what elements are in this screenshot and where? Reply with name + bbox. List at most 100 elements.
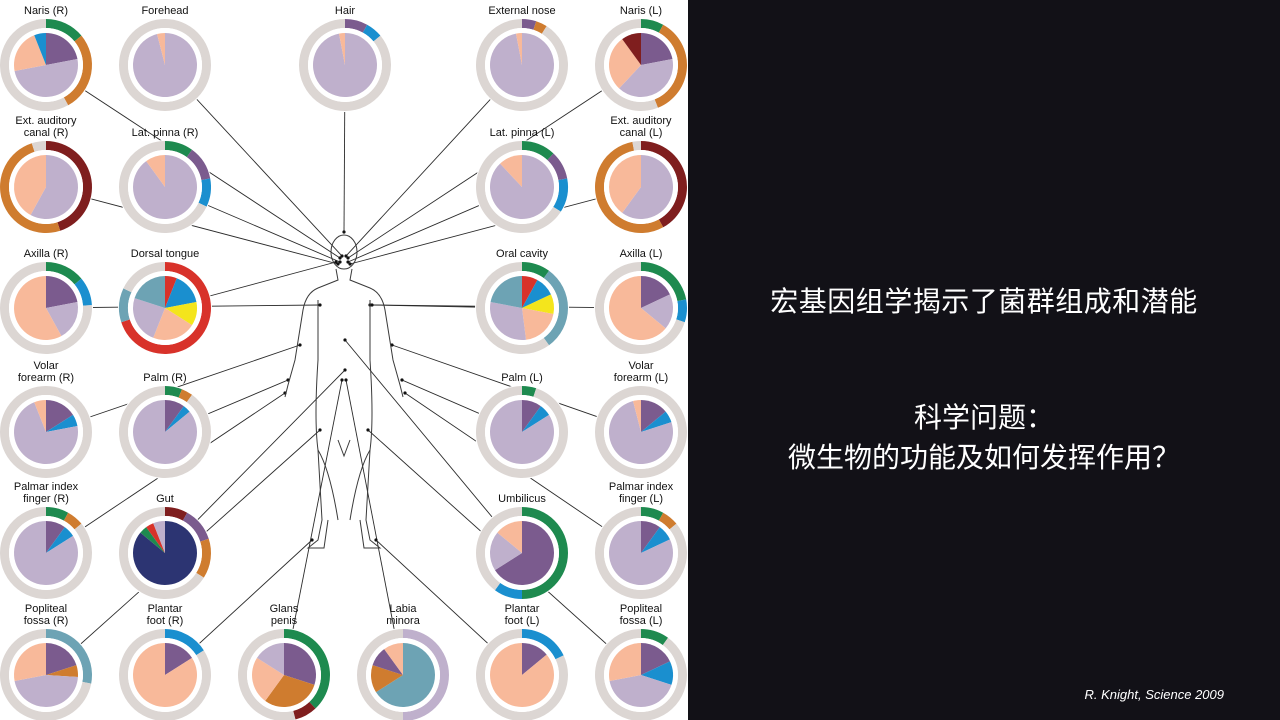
site-donut: Palm (R) bbox=[118, 372, 212, 479]
body-site-dot bbox=[403, 391, 407, 395]
text-panel: 宏基因组学揭示了菌群组成和潜能 科学问题： 微生物的功能及如何发挥作用？ R. … bbox=[688, 0, 1280, 720]
ring-segment bbox=[46, 507, 69, 521]
ring-segment bbox=[46, 141, 92, 231]
connector-line bbox=[345, 379, 404, 676]
site-donut: Lat. pinna (L) bbox=[475, 127, 569, 234]
site-label: Naris (L) bbox=[620, 5, 662, 17]
ring-segment bbox=[345, 19, 368, 33]
site-label: External nose bbox=[488, 5, 555, 17]
body-site-dot bbox=[366, 428, 370, 432]
body-site-dot bbox=[344, 378, 348, 382]
pie-slice bbox=[14, 155, 46, 216]
pie-slice bbox=[489, 532, 522, 571]
pie-slice bbox=[522, 400, 541, 432]
pie-slice bbox=[494, 521, 554, 585]
body-site-dot bbox=[343, 338, 347, 342]
connector-line bbox=[45, 186, 339, 265]
pie-slice bbox=[522, 308, 554, 340]
ring-segment bbox=[522, 386, 537, 397]
pie-slice bbox=[490, 643, 555, 707]
pie-slice bbox=[384, 643, 403, 675]
ring-segment bbox=[641, 262, 687, 302]
ring-segment bbox=[658, 512, 677, 530]
pie-slice bbox=[622, 33, 641, 65]
ring-segment bbox=[595, 19, 658, 111]
site-label: Palm (R) bbox=[143, 372, 186, 384]
ring-segment bbox=[522, 19, 537, 30]
ring-segment bbox=[476, 507, 522, 591]
pie-slice bbox=[609, 39, 641, 89]
body-site-dot bbox=[338, 260, 342, 264]
ring-segment bbox=[0, 19, 69, 111]
pie-slice bbox=[134, 276, 165, 308]
pie-slice bbox=[522, 294, 554, 314]
body-site-dot bbox=[338, 256, 342, 260]
pie-slice bbox=[375, 643, 435, 708]
site-label: Dorsal tongue bbox=[131, 248, 200, 260]
ring-segment bbox=[238, 629, 296, 720]
pie-slice bbox=[641, 294, 674, 329]
pie-slice bbox=[34, 400, 46, 432]
pie-slice bbox=[641, 33, 673, 65]
ring-segment bbox=[284, 629, 331, 709]
pie-slice bbox=[622, 155, 673, 220]
pie-slice bbox=[46, 527, 74, 553]
pie-slice bbox=[146, 523, 165, 553]
site-donut: Gut bbox=[118, 493, 212, 600]
body-site-dot bbox=[298, 343, 302, 347]
ring-segment bbox=[186, 149, 211, 181]
ring-segment bbox=[46, 262, 82, 285]
ring-segment bbox=[362, 24, 381, 42]
body-site-dot bbox=[344, 254, 348, 258]
pie-slice bbox=[13, 643, 46, 681]
pie-slice bbox=[609, 643, 641, 681]
pie-slice bbox=[46, 414, 78, 432]
pie-slice bbox=[284, 643, 316, 685]
pie-slice bbox=[13, 35, 46, 71]
ring-segment bbox=[543, 270, 568, 346]
site-donut: External nose bbox=[475, 5, 569, 112]
ring-segment bbox=[547, 153, 568, 181]
pie-slice bbox=[34, 33, 46, 65]
ring-segment bbox=[654, 24, 687, 108]
body-site-dot bbox=[370, 303, 374, 307]
ring-segment bbox=[182, 512, 209, 542]
pie-slice bbox=[165, 643, 193, 675]
site-label: Hair bbox=[335, 5, 356, 17]
site-donut: Palm (L) bbox=[475, 372, 569, 479]
pie-slice bbox=[153, 521, 165, 553]
human-body-outline bbox=[284, 234, 404, 549]
site-label: Forehead bbox=[141, 5, 188, 17]
ring-segment bbox=[74, 278, 92, 306]
site-donut: Axilla (L) bbox=[594, 248, 688, 355]
ring-segment bbox=[198, 178, 211, 207]
pie-slice bbox=[14, 402, 78, 465]
pie-slice bbox=[641, 527, 670, 553]
pie-slice bbox=[165, 400, 184, 432]
pie-slice bbox=[46, 665, 79, 678]
pie-slice bbox=[146, 155, 165, 187]
site-label: Axilla (R) bbox=[24, 248, 69, 260]
ring-segment bbox=[641, 141, 687, 228]
pie-slice bbox=[256, 643, 284, 675]
pie-slice bbox=[165, 276, 177, 308]
site-label: Palm (L) bbox=[501, 372, 543, 384]
body-site-dot bbox=[343, 368, 347, 372]
citation: R. Knight, Science 2009 bbox=[1084, 687, 1224, 702]
body-site-dot bbox=[318, 428, 322, 432]
pie-slice bbox=[165, 406, 190, 432]
ring-segment bbox=[0, 386, 92, 478]
pie-slice bbox=[30, 155, 79, 219]
pie-slice bbox=[633, 400, 641, 432]
body-site-dot bbox=[346, 260, 350, 264]
